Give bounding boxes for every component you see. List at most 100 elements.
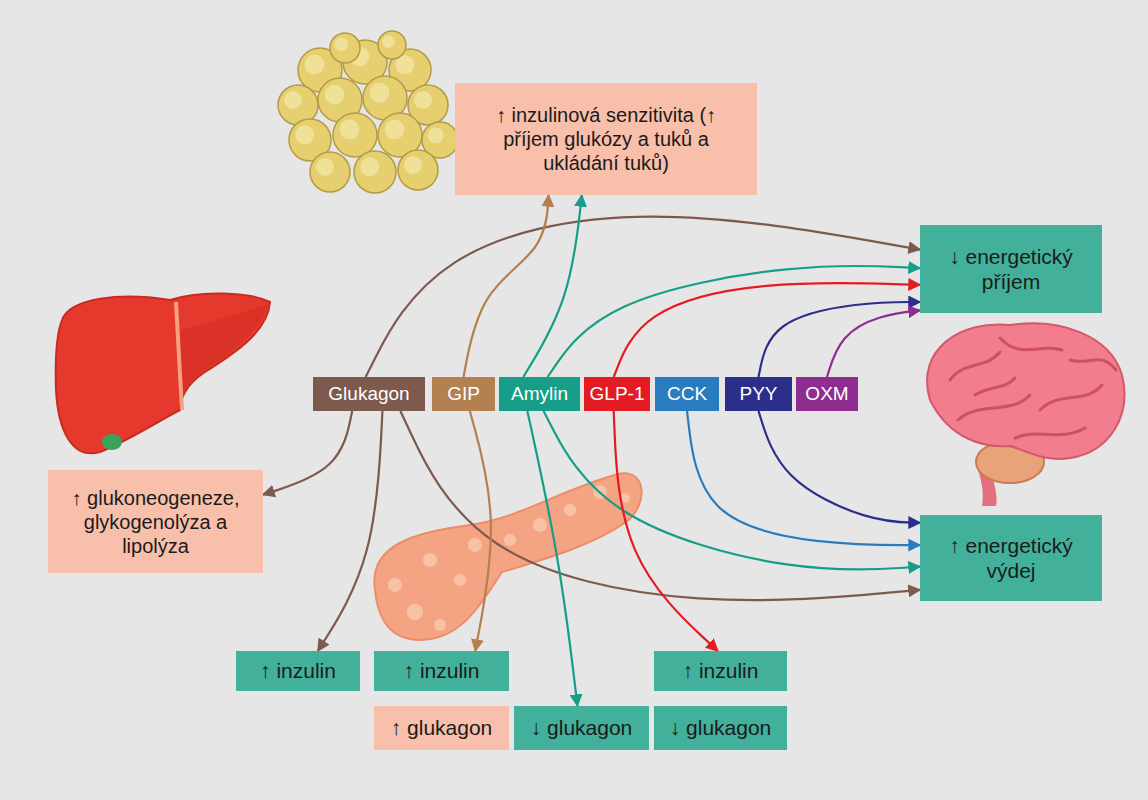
box-text: ↓ energetický příjem bbox=[934, 244, 1088, 294]
box-text: ↑ inzulin bbox=[683, 658, 759, 683]
fat-cell bbox=[330, 33, 360, 63]
box-text: ↓ glukagon bbox=[670, 715, 772, 740]
effect-box: ↑ inzulinová senzitivita (↑ příjem glukó… bbox=[455, 83, 757, 195]
pancreas-lobule bbox=[564, 504, 576, 516]
hormone-label: GLP-1 bbox=[584, 377, 650, 411]
box-text: ↓ glukagon bbox=[531, 715, 633, 740]
fat-cell-body bbox=[378, 31, 406, 59]
effect-box: ↑ glukagon bbox=[374, 706, 509, 750]
hormone-effect-arrow bbox=[759, 411, 921, 523]
gyrus-line bbox=[1000, 338, 1062, 350]
fat-cell-highlight bbox=[370, 83, 390, 103]
hormone-effect-arrow bbox=[548, 266, 920, 377]
brain-illustration bbox=[927, 323, 1124, 506]
gyrus-line bbox=[1015, 428, 1085, 438]
fat-cell-body bbox=[333, 113, 377, 157]
adipose-tissue bbox=[278, 31, 458, 193]
gyrus-line bbox=[975, 378, 1015, 395]
hormone-label: OXM bbox=[796, 377, 858, 411]
fat-cell-body bbox=[330, 33, 360, 63]
fat-cell-body bbox=[354, 151, 396, 193]
box-text: Amylin bbox=[511, 383, 568, 406]
fat-cell-highlight bbox=[427, 127, 443, 143]
gyrus-line bbox=[950, 352, 1000, 380]
hormone-effect-arrow bbox=[318, 411, 383, 651]
fat-cell-highlight bbox=[385, 120, 405, 140]
hormone-label: CCK bbox=[655, 377, 719, 411]
liver-shape bbox=[56, 293, 270, 453]
hormone-effect-arrow bbox=[523, 195, 582, 377]
pancreas-lobule bbox=[504, 534, 516, 546]
box-text: GLP-1 bbox=[590, 383, 645, 406]
fat-cell bbox=[354, 151, 396, 193]
hormone-effect-arrow bbox=[464, 195, 549, 377]
gyrus-line bbox=[958, 395, 1030, 420]
effect-box: ↓ energetický příjem bbox=[920, 225, 1102, 313]
fat-cell-highlight bbox=[340, 120, 360, 140]
pancreas-lobule bbox=[434, 619, 446, 631]
pancreas-lobule bbox=[407, 604, 423, 620]
box-text: ↑ energetický výdej bbox=[934, 533, 1088, 583]
hormone-effect-arrow bbox=[470, 411, 491, 651]
effect-box: ↑ inzulin bbox=[654, 651, 787, 691]
fat-cell-highlight bbox=[404, 156, 422, 174]
box-text: ↑ inzulinová senzitivita (↑ příjem glukó… bbox=[479, 103, 733, 175]
pancreas-illustration bbox=[374, 473, 641, 640]
pancreas-lobule bbox=[468, 538, 482, 552]
gyrus-line bbox=[1040, 385, 1102, 410]
liver-lobe bbox=[180, 304, 268, 405]
pancreas-texture bbox=[388, 485, 630, 631]
effect-box: ↑ energetický výdej bbox=[920, 515, 1102, 601]
fat-cell bbox=[378, 31, 406, 59]
box-text: PYY bbox=[739, 383, 777, 406]
box-text: ↑ glukagon bbox=[391, 715, 493, 740]
box-text: ↑ inzulin bbox=[260, 658, 336, 683]
hormone-effect-arrow bbox=[614, 411, 718, 651]
fat-cell-body bbox=[398, 150, 438, 190]
gallbladder bbox=[102, 434, 122, 450]
cerebrum bbox=[927, 323, 1124, 458]
liver-ligament bbox=[176, 302, 182, 410]
effect-box: ↑ inzulin bbox=[374, 651, 509, 691]
hormone-effect-arrow bbox=[614, 283, 920, 377]
hormone-effect-arrow bbox=[527, 411, 577, 706]
fat-cell bbox=[310, 152, 350, 192]
pancreas-lobule bbox=[423, 553, 437, 567]
pancreas-shape bbox=[374, 473, 641, 640]
box-text: Glukagon bbox=[328, 383, 409, 406]
fat-cell-highlight bbox=[360, 157, 379, 176]
pancreas-lobule bbox=[388, 578, 402, 592]
fat-cell bbox=[333, 113, 377, 157]
box-text: CCK bbox=[667, 383, 707, 406]
effect-box: ↓ glukagon bbox=[654, 706, 787, 750]
fat-cell-highlight bbox=[335, 38, 349, 52]
hormone-label: Amylin bbox=[499, 377, 580, 411]
fat-cell bbox=[398, 150, 438, 190]
hormone-effect-arrow bbox=[263, 411, 352, 495]
brain-gyri bbox=[950, 338, 1116, 438]
hormone-effect-arrow bbox=[827, 310, 920, 377]
pancreas-lobule bbox=[593, 485, 607, 499]
fat-cell-highlight bbox=[295, 125, 314, 144]
fat-cell-highlight bbox=[382, 35, 395, 48]
hormone-label: GIP bbox=[432, 377, 495, 411]
pancreas-lobule bbox=[620, 493, 630, 503]
effect-box: ↑ glukoneogeneze, glykogenolýza a lipolý… bbox=[48, 470, 263, 573]
pancreas-lobule bbox=[454, 574, 466, 586]
box-text: ↑ glukoneogeneze, glykogenolýza a lipolý… bbox=[60, 486, 251, 558]
hormone-effect-arrow bbox=[366, 217, 920, 377]
fat-cell-highlight bbox=[414, 91, 432, 109]
hormone-effect-arrow bbox=[759, 302, 921, 377]
hormone-label: Glukagon bbox=[313, 377, 425, 411]
gyrus-line bbox=[1070, 360, 1116, 370]
box-text: GIP bbox=[447, 383, 480, 406]
effect-box: ↑ inzulin bbox=[236, 651, 360, 691]
fat-cell-highlight bbox=[284, 91, 302, 109]
fat-cell-highlight bbox=[325, 85, 345, 105]
fat-cell-highlight bbox=[316, 158, 334, 176]
hormone-label: PYY bbox=[725, 377, 792, 411]
box-text: ↑ inzulin bbox=[404, 658, 480, 683]
liver-illustration bbox=[56, 293, 270, 453]
fat-cell-highlight bbox=[305, 55, 325, 75]
